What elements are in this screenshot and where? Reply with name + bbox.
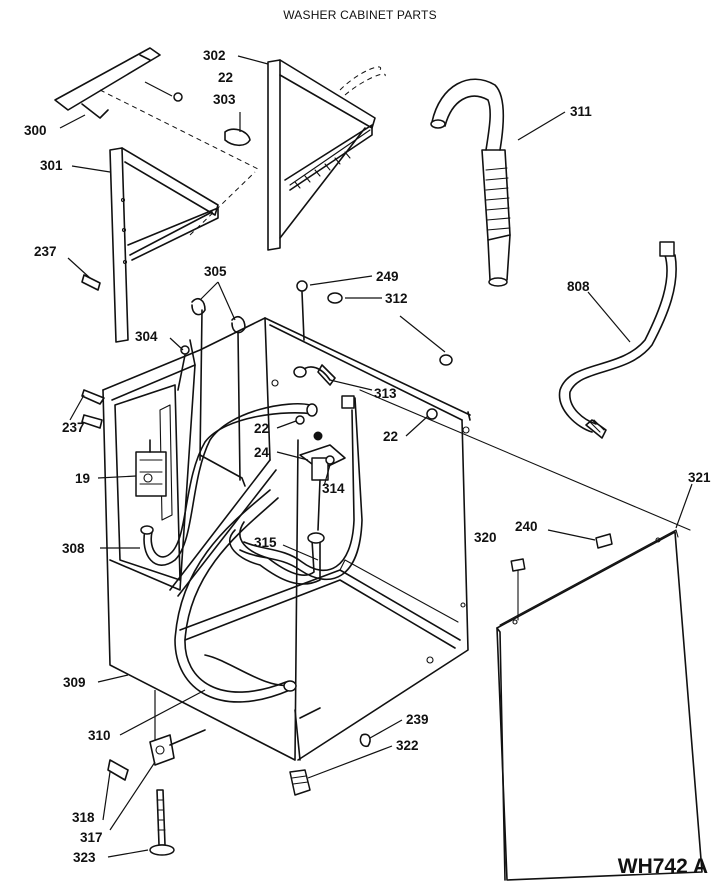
plug-part-312-a — [327, 292, 343, 304]
switch-part-19 — [135, 439, 167, 497]
callout-302: 302 — [203, 48, 226, 63]
callout-22-mid: 22 — [254, 421, 269, 436]
diagram-code: WH742 A — [618, 855, 708, 878]
callout-310: 310 — [88, 728, 111, 743]
callout-239: 239 — [406, 712, 429, 727]
top-strap-part-300 — [54, 47, 161, 119]
callout-318: 318 — [72, 810, 95, 825]
callout-237-left: 237 — [34, 244, 57, 259]
callout-314: 314 — [322, 481, 345, 496]
callout-249: 249 — [376, 269, 399, 284]
clip-part-305 — [191, 298, 246, 487]
alignment-line — [99, 89, 261, 171]
callout-240: 240 — [515, 519, 538, 534]
callout-22-top: 22 — [218, 70, 233, 85]
callout-305: 305 — [204, 264, 227, 279]
callout-312: 312 — [385, 291, 408, 306]
screw-part-22-top — [173, 92, 183, 102]
callout-315: 315 — [254, 535, 277, 550]
plug-part-249 — [296, 280, 308, 341]
clip-part-239 — [359, 733, 371, 748]
callout-311: 311 — [570, 104, 592, 119]
alignment-line — [189, 171, 256, 236]
clip-part-318 — [107, 759, 129, 781]
callout-309: 309 — [63, 675, 86, 690]
hose-part-315 — [229, 521, 325, 585]
right-corner-bracket-part-302 — [267, 59, 386, 251]
hose-part-308 — [140, 402, 318, 566]
screw-part-304 — [177, 345, 190, 391]
diagram-title: WASHER CABINET PARTS — [283, 8, 437, 22]
callout-22-right: 22 — [383, 429, 398, 444]
fill-hose-part-808 — [558, 241, 677, 439]
callout-317: 317 — [80, 830, 103, 845]
callout-808: 808 — [567, 279, 590, 294]
clip-part-240 — [595, 533, 613, 549]
callout-322: 322 — [396, 738, 419, 753]
screw-part-22-mid — [295, 415, 305, 425]
panel-part-321 — [496, 529, 703, 881]
left-corner-bracket-part-301 — [109, 147, 219, 343]
drain-hose-part-311 — [430, 78, 511, 287]
screw-part-237-pair — [69, 389, 105, 429]
leader-lines — [59, 55, 693, 858]
cabinet-part-309 — [102, 317, 471, 761]
bracket-part-317 — [149, 729, 206, 766]
alignment-line — [359, 389, 691, 531]
callout-308: 308 — [62, 541, 85, 556]
hose-part-310 — [174, 489, 297, 703]
leveling-leg-part-323 — [149, 789, 175, 856]
clip-part-320 — [510, 558, 526, 572]
callout-300: 300 — [24, 123, 47, 138]
callout-323: 323 — [73, 850, 96, 865]
foot-part-322 — [289, 769, 311, 796]
plug-part-312-b — [439, 354, 453, 366]
screw-part-22-right — [426, 408, 438, 420]
callout-19: 19 — [75, 471, 90, 486]
callout-304: 304 — [135, 329, 158, 344]
valve-part-24 — [299, 431, 346, 531]
callout-320: 320 — [474, 530, 497, 545]
callout-303: 303 — [213, 92, 236, 107]
callout-313: 313 — [374, 386, 397, 401]
callout-labels: 22 300 302 303 301 311 237 305 249 312 8… — [24, 48, 711, 865]
clip-part-303 — [224, 128, 251, 147]
screw-part-237-left — [81, 274, 101, 291]
callout-24: 24 — [254, 445, 270, 460]
callout-237-pair: 237 — [62, 420, 85, 435]
callout-301: 301 — [40, 158, 63, 173]
callout-321: 321 — [688, 470, 711, 485]
